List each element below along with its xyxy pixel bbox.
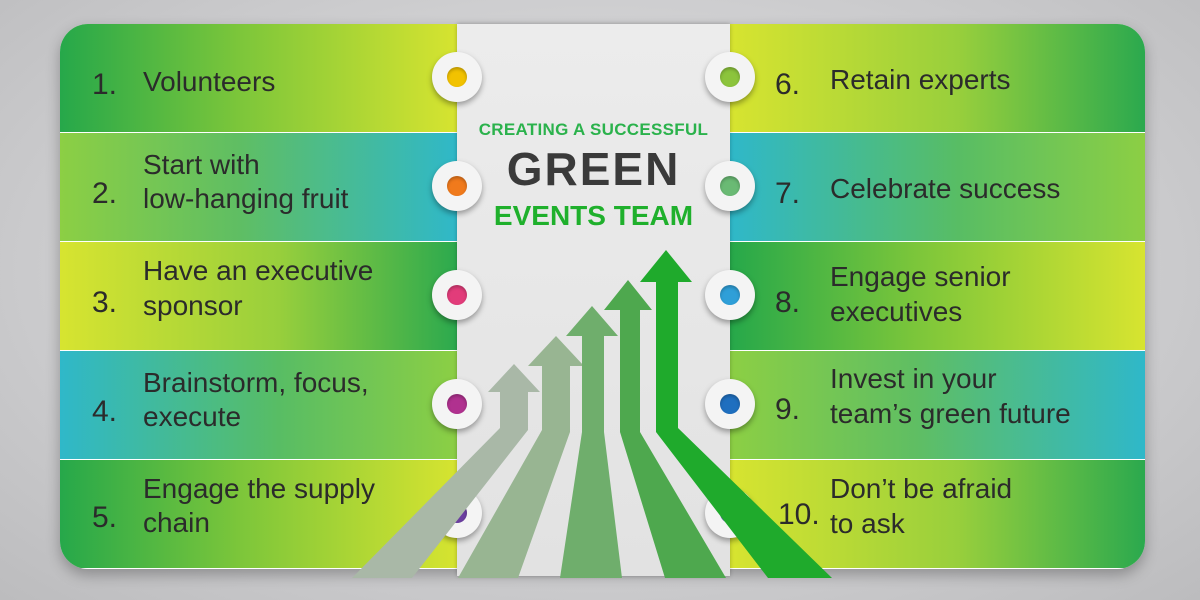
dot-lime-icon — [720, 67, 740, 87]
item-5-text-line-1: Engage the supply — [143, 473, 375, 504]
title-line-3: EVENTS TEAM — [493, 200, 694, 231]
item-8-number: 8. — [775, 286, 801, 319]
arrow-1 — [352, 364, 540, 578]
item-2-text-line-2: low-hanging fruit — [143, 183, 349, 214]
item-9-number: 9. — [775, 393, 801, 426]
item-1-number: 1. — [92, 68, 118, 101]
item-7-text: Celebrate success — [830, 173, 1061, 204]
title-line-2: GREEN — [506, 143, 681, 195]
dot-orange-icon — [447, 176, 467, 196]
arrow-2 — [458, 336, 584, 578]
item-10-text-line-1: Don’t be afraid — [830, 473, 1013, 504]
title-line-1: CREATING A SUCCESSFUL — [478, 120, 709, 139]
dot-yellow-icon — [447, 67, 467, 87]
item-8-text-line-1: Engage senior — [830, 261, 1011, 292]
arrow-3 — [560, 306, 622, 578]
item-7-number: 7. — [775, 177, 801, 210]
item-2-number: 2. — [92, 177, 118, 210]
right-row-2-bg — [730, 133, 1145, 241]
item-1-text: Volunteers — [143, 66, 276, 97]
right-dot-6 — [705, 52, 755, 102]
left-row-4-bg — [60, 351, 458, 459]
item-4-number: 4. — [92, 395, 118, 428]
right-dot-9 — [705, 379, 755, 429]
right-dot-7 — [705, 161, 755, 211]
dot-purple-icon — [447, 394, 467, 414]
right-row-3-bg — [730, 242, 1145, 350]
item-9-text-line-2: team’s green future — [830, 398, 1071, 429]
item-5-text-line-2: chain — [143, 507, 210, 538]
left-row-3-bg — [60, 242, 458, 350]
item-3-number: 3. — [92, 286, 118, 319]
item-6-number: 6. — [775, 68, 801, 101]
item-6-text: Retain experts — [830, 64, 1011, 95]
right-row-1-bg — [730, 24, 1145, 132]
dot-green-icon — [720, 176, 740, 196]
right-row-4-bg — [730, 351, 1145, 459]
item-4-text-line-2: execute — [143, 401, 242, 432]
item-10-number: 10. — [778, 498, 820, 531]
arrow-4 — [604, 280, 726, 578]
dot-lightblue-icon — [720, 285, 740, 305]
left-dot-3 — [432, 270, 482, 320]
item-5-number: 5. — [92, 501, 118, 534]
item-2-text-line-1: Start with — [143, 149, 260, 180]
item-8-text-line-2: executives — [830, 296, 963, 327]
left-dot-2 — [432, 161, 482, 211]
arrow-5 — [640, 250, 832, 578]
item-9-text-line-1: Invest in your — [830, 363, 997, 394]
dot-blue-icon — [720, 394, 740, 414]
infographic-card — [60, 24, 1145, 569]
left-dot-1 — [432, 52, 482, 102]
item-10-text-line-2: to ask — [830, 508, 905, 539]
item-3-text-line-2: sponsor — [143, 290, 243, 321]
item-4-text-line-1: Brainstorm, focus, — [143, 367, 369, 398]
left-dot-4 — [432, 379, 482, 429]
dot-pink-icon — [447, 285, 467, 305]
item-3-text-line-1: Have an executive — [143, 255, 374, 286]
right-dot-8 — [705, 270, 755, 320]
left-row-2-bg — [60, 133, 458, 241]
left-row-1-bg — [60, 24, 458, 132]
